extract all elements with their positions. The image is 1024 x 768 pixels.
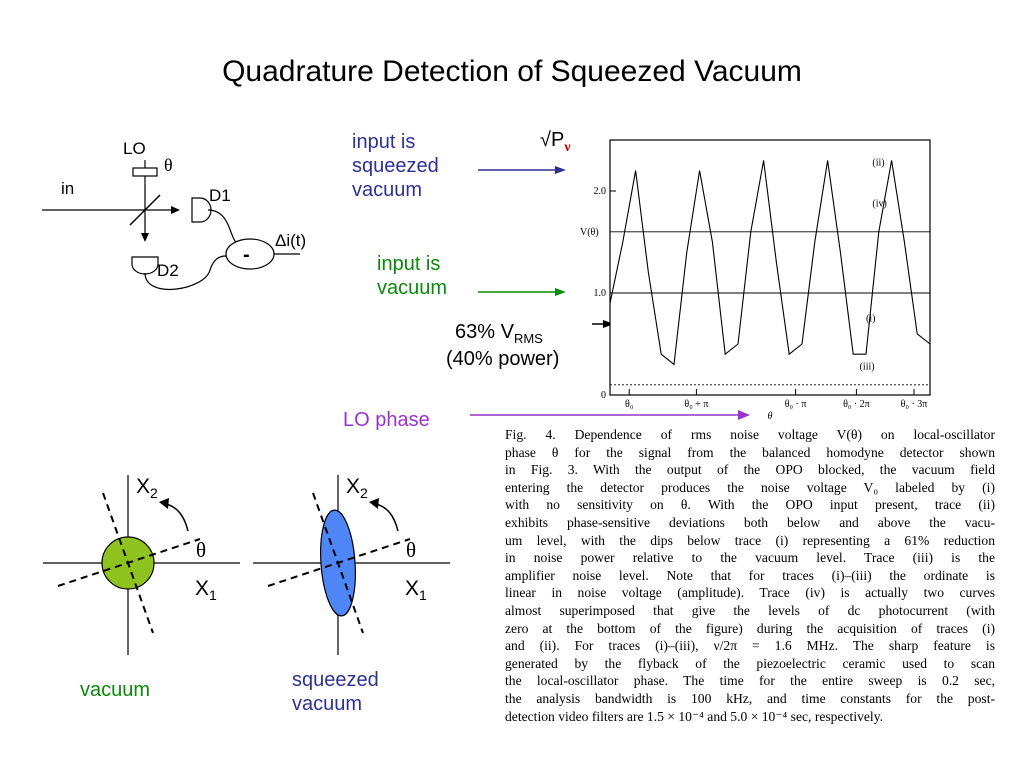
- caption-line: in Fig. 3. With the output of the OPO bl…: [505, 462, 995, 478]
- lo-arrowhead: [141, 233, 149, 242]
- detector-d1: [191, 197, 212, 223]
- caption-line: Fig. 4. Dependence of rms noise voltage …: [505, 427, 995, 442]
- theta-label: θ: [164, 155, 173, 175]
- input-arrowhead: [171, 206, 180, 214]
- lo-label: LO: [123, 139, 146, 158]
- y-tick-label: 2.0: [594, 186, 607, 197]
- caption-line: and (ii). For traces (i)–(iii), ν/2π = 1…: [505, 638, 995, 654]
- noise-voltage-chart: 0 1.0 2.0V(θ) θ₀ θ₀ + π θ₀ · π θ₀ · 2π θ₀ · 3π θ…: [580, 139, 931, 420]
- arrow-vrms: [592, 320, 614, 328]
- detector-d2: [131, 256, 159, 275]
- rotation-arrow: [375, 503, 399, 532]
- caption-line: zero at the bottom of the figure) during…: [505, 620, 995, 636]
- rotation-arrowhead: [369, 498, 379, 509]
- d1-wire: [207, 209, 237, 243]
- caption-line: phase θ for the signal from the balanced…: [505, 444, 995, 460]
- x-tick-label: θ₀ · 3π: [901, 399, 928, 410]
- squeezed-phase-diagram: X2 θ X1: [253, 475, 450, 655]
- caption-line: with no sensitivity on θ. With the OPO i…: [505, 497, 995, 513]
- y-tick-label: 0: [601, 390, 606, 401]
- arrow-lo-phase: [470, 410, 750, 420]
- trace-label: (i): [866, 314, 875, 325]
- rotated-axis-1: [267, 538, 411, 587]
- rotated-axis-1: [57, 538, 201, 587]
- trace-label: (iii): [860, 362, 875, 373]
- d1-label: D1: [209, 186, 231, 205]
- trace-label: (iv): [872, 198, 886, 209]
- sqrt-p-label: √Pν: [540, 129, 571, 155]
- vrms-label: 63% VRMS: [455, 321, 543, 346]
- x-tick-label: θ₀: [625, 399, 634, 410]
- x-tick-label: θ₀ + π: [684, 399, 708, 410]
- vacuum-input-label: input is vacuum: [377, 253, 448, 299]
- theta-label: θ: [406, 538, 416, 562]
- caption-line: linear in noise voltage (amplitude). Tra…: [505, 585, 995, 601]
- phase-plate: [132, 167, 158, 177]
- x2-label: X2: [136, 475, 158, 501]
- rotation-arrow: [165, 503, 189, 532]
- caption-line: the analysis bandwidth is 100 kHz, and t…: [505, 690, 995, 706]
- y-axis-label: V(θ): [580, 227, 599, 238]
- y-tick-label: 1.0: [594, 288, 607, 299]
- caption-line: amplifier noise level. Note that for tra…: [505, 567, 995, 583]
- d2-wire: [144, 255, 227, 291]
- x-tick-label: θ₀ · 2π: [843, 399, 870, 410]
- x1-label: X1: [195, 577, 217, 603]
- x-tick-label: θ₀ · π: [785, 399, 807, 410]
- homodyne-setup-diagram: - LO θ in D1 D2 Δi(t): [42, 139, 306, 291]
- squeezed-vacuum-label: squeezed vacuum: [292, 669, 379, 715]
- x-axis-label: θ: [768, 411, 773, 420]
- x2-label: X2: [346, 475, 368, 501]
- vacuum-phase-diagram: X2 θ X1: [43, 475, 240, 655]
- theta-label: θ: [196, 538, 206, 562]
- chart-frame: [609, 139, 931, 396]
- rotation-arrowhead: [159, 498, 169, 509]
- d2-label: D2: [157, 261, 179, 280]
- slide-title: Quadrature Detection of Squeezed Vacuum: [222, 55, 802, 88]
- caption-line: almost superimposed that give the levels…: [505, 602, 995, 618]
- trace-label: (ii): [872, 158, 884, 169]
- lo-phase-label: LO phase: [343, 409, 430, 431]
- caption-line: generated by the flyback of the piezoele…: [505, 655, 995, 671]
- delta-i-label: Δi(t): [275, 231, 306, 250]
- caption-line: the local-oscillator phase. The time for…: [505, 673, 995, 689]
- caption-line: detection video filters are 1.5 × 10⁻⁴ a…: [505, 708, 884, 724]
- caption-line: in noise power relative to the vacuum le…: [505, 550, 995, 566]
- caption-line: exhibits phase-sensitive deviations both…: [505, 514, 995, 530]
- rotated-axis-2: [312, 492, 364, 634]
- caption-line: entering the detector produces the noise…: [505, 479, 995, 495]
- rotated-axis-2: [102, 492, 154, 634]
- squeezed-input-label: input is squeezed vacuum: [352, 131, 439, 201]
- arrow-vacuum: [478, 288, 566, 296]
- caption-line: um level, with the dips below trace (i) …: [505, 532, 995, 548]
- beam-splitter: [129, 194, 161, 226]
- arrow-squeezed: [478, 166, 566, 174]
- series-line: [609, 160, 931, 366]
- power-label: (40% power): [446, 348, 560, 370]
- figure-caption: Fig. 4. Dependence of rms noise voltage …: [505, 426, 995, 725]
- in-label: in: [61, 179, 74, 198]
- x1-label: X1: [405, 577, 427, 603]
- vacuum-label: vacuum: [80, 679, 151, 701]
- minus-sign: -: [243, 244, 250, 266]
